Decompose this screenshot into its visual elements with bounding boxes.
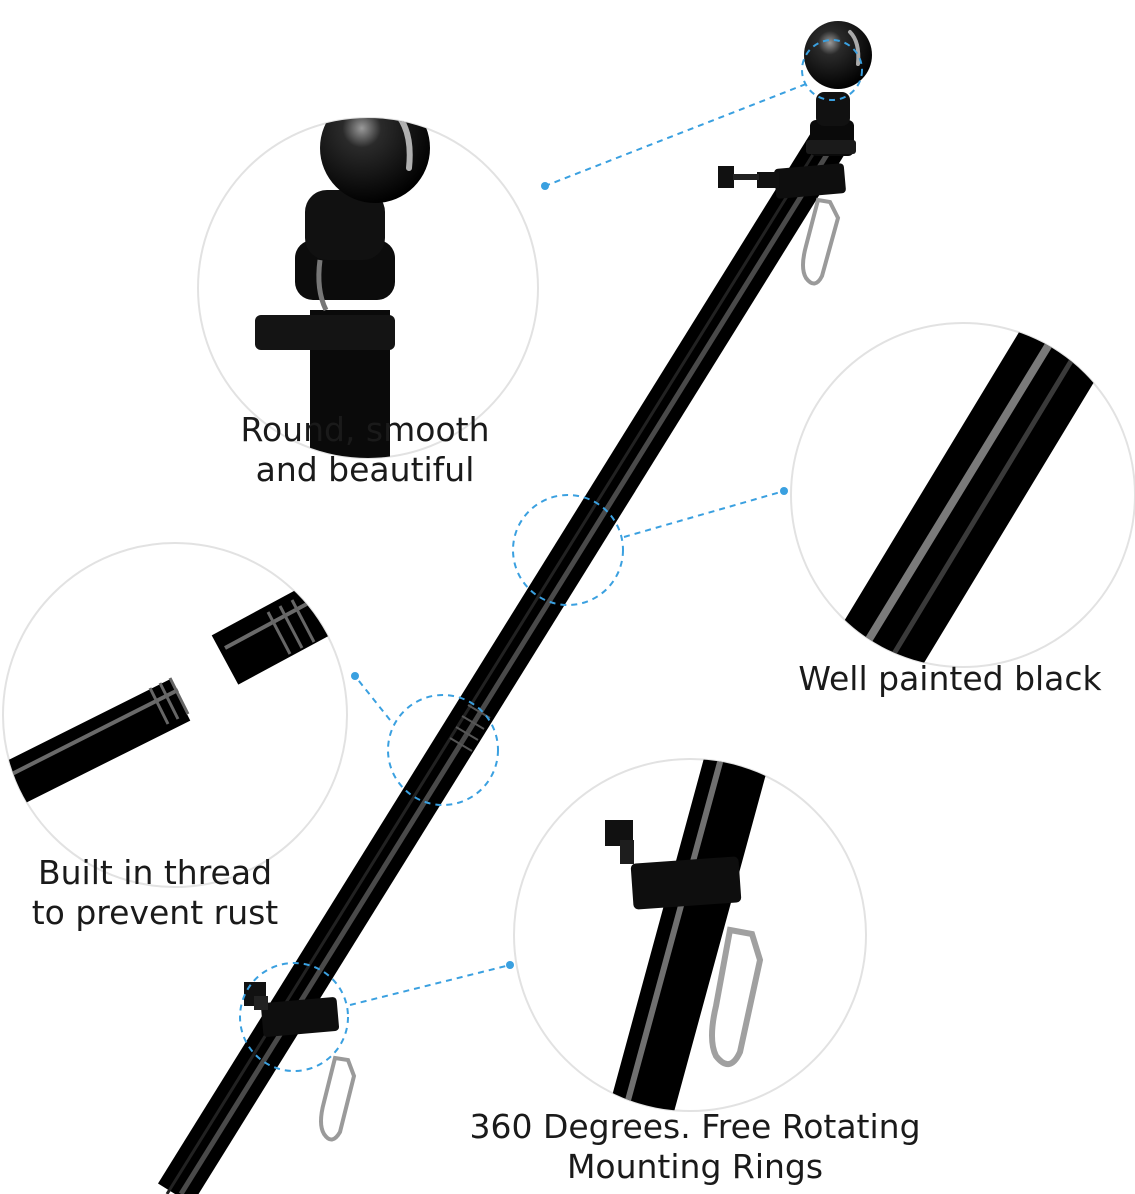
detail-circle-rings (513, 758, 867, 1112)
callout-marker-rings (239, 961, 514, 1072)
caption-paint: Well painted black (798, 659, 1102, 698)
rotating-ring-icon (718, 163, 846, 199)
caption-rings: 360 Degrees. Free Rotating Mounting Ring… (469, 1107, 921, 1186)
callout-marker-ball (541, 39, 863, 190)
carabiner-clip-icon (801, 197, 841, 286)
callout-marker-paint (512, 487, 788, 606)
detail-circle-thread (2, 542, 348, 888)
carabiner-clip-icon (319, 1055, 357, 1142)
ball-finial-icon (804, 21, 872, 156)
caption-thread: Built in thread to prevent rust (31, 853, 279, 932)
caption-ball: Round, smooth and beautiful (240, 410, 490, 489)
callout-marker-thread (351, 672, 499, 806)
rotating-ring-icon (244, 982, 340, 1037)
detail-circle-ball (197, 117, 539, 459)
detail-circle-paint (790, 322, 1135, 668)
